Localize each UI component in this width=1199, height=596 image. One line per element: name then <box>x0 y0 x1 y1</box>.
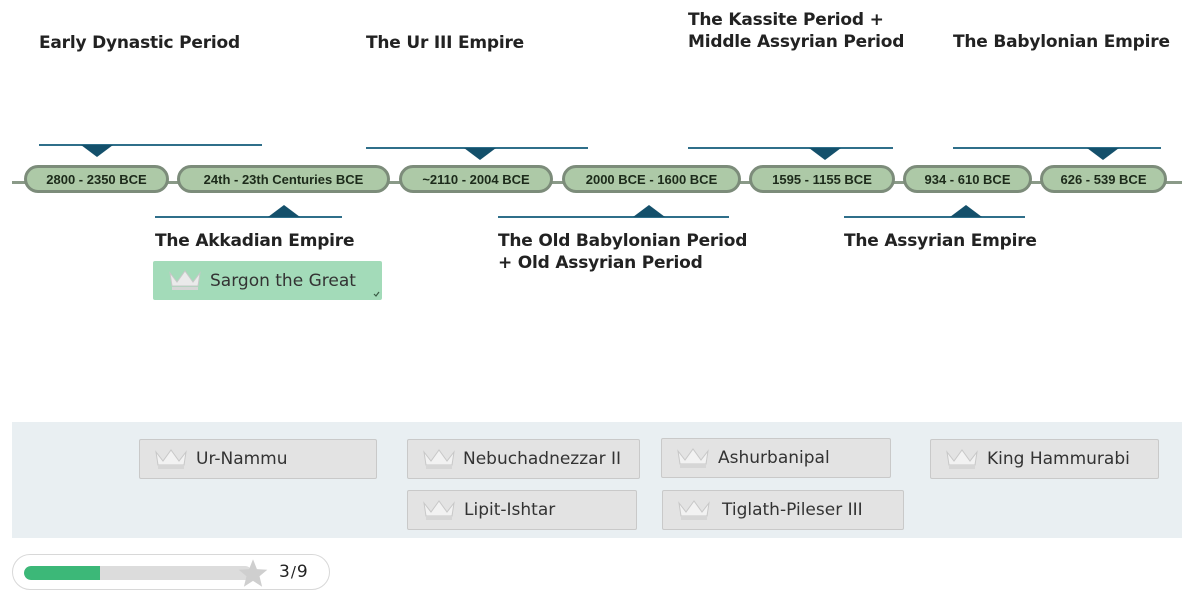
period-title-old-babylonian: The Old Babylonian Period + Old Assyrian… <box>498 230 747 274</box>
answer-chip-ashurbanipal[interactable]: Ashurbanipal <box>661 438 891 478</box>
date-pill: 626 - 539 BCE <box>1040 165 1167 193</box>
date-pill: 2000 BCE - 1600 BCE <box>562 165 741 193</box>
date-pill: 1595 - 1155 BCE <box>749 165 895 193</box>
drop-zone-line-early-dynastic[interactable] <box>39 144 262 146</box>
crown-icon <box>423 449 455 469</box>
period-title-line: The Kassite Period + <box>688 10 884 30</box>
period-title-line: The Old Babylonian Period <box>498 231 748 251</box>
crown-icon <box>946 449 978 469</box>
answer-chip-nebuchadnezzar[interactable]: Nebuchadnezzar II <box>407 439 640 479</box>
progress-count: 3/9 <box>279 562 308 582</box>
pointer-down-icon <box>1087 148 1119 160</box>
period-title-line: Middle Assyrian Period <box>688 32 905 52</box>
progress-indicator: 3/9 <box>12 554 330 590</box>
crown-icon <box>678 500 710 520</box>
answer-chip-hammurabi[interactable]: King Hammurabi <box>930 439 1159 479</box>
answer-label: Ur-Nammu <box>196 449 288 469</box>
pointer-up-icon <box>268 205 300 217</box>
checkmark-icon <box>373 291 380 297</box>
date-pill: 2800 - 2350 BCE <box>24 165 169 193</box>
star-icon <box>238 559 268 587</box>
progress-total: 9 <box>296 562 308 582</box>
progress-separator: / <box>290 563 296 581</box>
answer-label: Lipit-Ishtar <box>464 500 556 520</box>
crown-icon <box>169 270 201 290</box>
answer-label: Sargon the Great <box>210 271 356 291</box>
answer-chip-ur-nammu[interactable]: Ur-Nammu <box>139 439 377 479</box>
period-title-early-dynastic: Early Dynastic Period <box>39 33 240 53</box>
period-title-ur-iii: The Ur III Empire <box>366 33 524 53</box>
drop-zone-line-babylonian[interactable] <box>953 147 1161 149</box>
progress-bar-fill <box>24 566 100 580</box>
date-pill: ~2110 - 2004 BCE <box>399 165 553 193</box>
answer-label: Nebuchadnezzar II <box>463 449 621 469</box>
placed-answer-sargon[interactable]: Sargon the Great <box>153 261 382 300</box>
crown-icon <box>155 449 187 469</box>
drop-zone-line-kassite[interactable] <box>688 147 893 149</box>
period-title-kassite: The Kassite Period + Middle Assyrian Per… <box>688 9 904 53</box>
drop-zone-line-assyrian[interactable] <box>844 216 1025 218</box>
date-pill: 934 - 610 BCE <box>903 165 1032 193</box>
pointer-up-icon <box>633 205 665 217</box>
period-title-babylonian: The Babylonian Empire <box>953 32 1170 52</box>
crown-icon <box>677 448 709 468</box>
answer-chip-lipit-ishtar[interactable]: Lipit-Ishtar <box>407 490 637 530</box>
pointer-down-icon <box>81 145 113 157</box>
progress-current: 3 <box>279 562 290 582</box>
period-title-assyrian: The Assyrian Empire <box>844 231 1037 251</box>
pointer-up-icon <box>950 205 982 217</box>
pointer-down-icon <box>809 148 841 160</box>
period-title-akkadian: The Akkadian Empire <box>155 231 355 251</box>
crown-icon <box>423 500 455 520</box>
period-title-line: + Old Assyrian Period <box>498 253 703 273</box>
answer-label: King Hammurabi <box>987 449 1130 469</box>
drop-zone-line-old-babylonian[interactable] <box>498 216 729 218</box>
answer-chip-tiglath-pileser[interactable]: Tiglath-Pileser III <box>662 490 904 530</box>
answer-label: Ashurbanipal <box>718 448 830 468</box>
pointer-down-icon <box>464 148 496 160</box>
progress-bar <box>24 566 252 580</box>
drop-zone-line-akkadian[interactable] <box>155 216 342 218</box>
answer-label: Tiglath-Pileser III <box>722 500 863 520</box>
date-pill: 24th - 23th Centuries BCE <box>177 165 390 193</box>
